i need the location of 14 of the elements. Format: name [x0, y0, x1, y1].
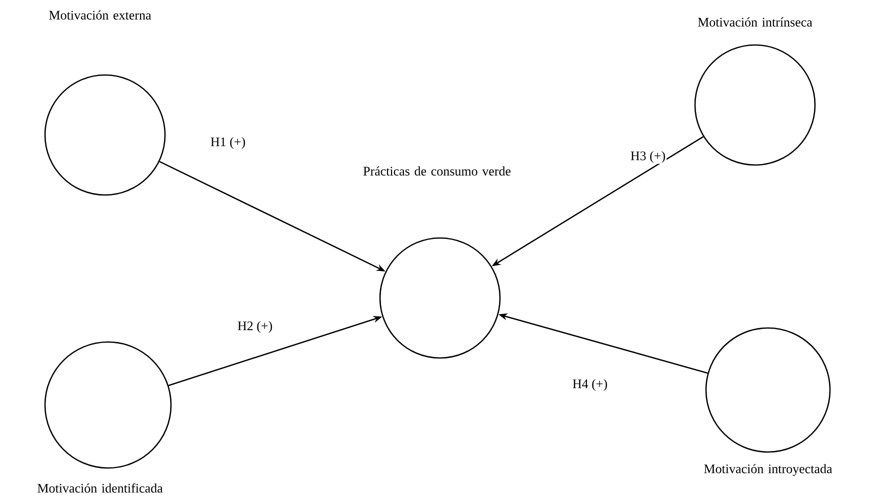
circle — [44, 341, 172, 469]
circle — [705, 327, 831, 453]
node-label: Motivación introyectada — [704, 464, 832, 476]
node-label: Motivación externa — [49, 10, 152, 20]
node-label: Prácticas de consumo verde — [363, 166, 511, 176]
edge-label: H4 (+) — [571, 378, 609, 392]
circle — [379, 237, 501, 359]
edge-label: H3 (+) — [629, 150, 667, 164]
circle — [44, 74, 166, 196]
edge-label: H2 (+) — [236, 320, 274, 334]
circle — [694, 44, 816, 166]
node-label: Motivación identificada — [38, 483, 163, 493]
edge-label: H1 (+) — [209, 136, 247, 150]
node-label: Motivación intrínseca — [698, 17, 812, 27]
